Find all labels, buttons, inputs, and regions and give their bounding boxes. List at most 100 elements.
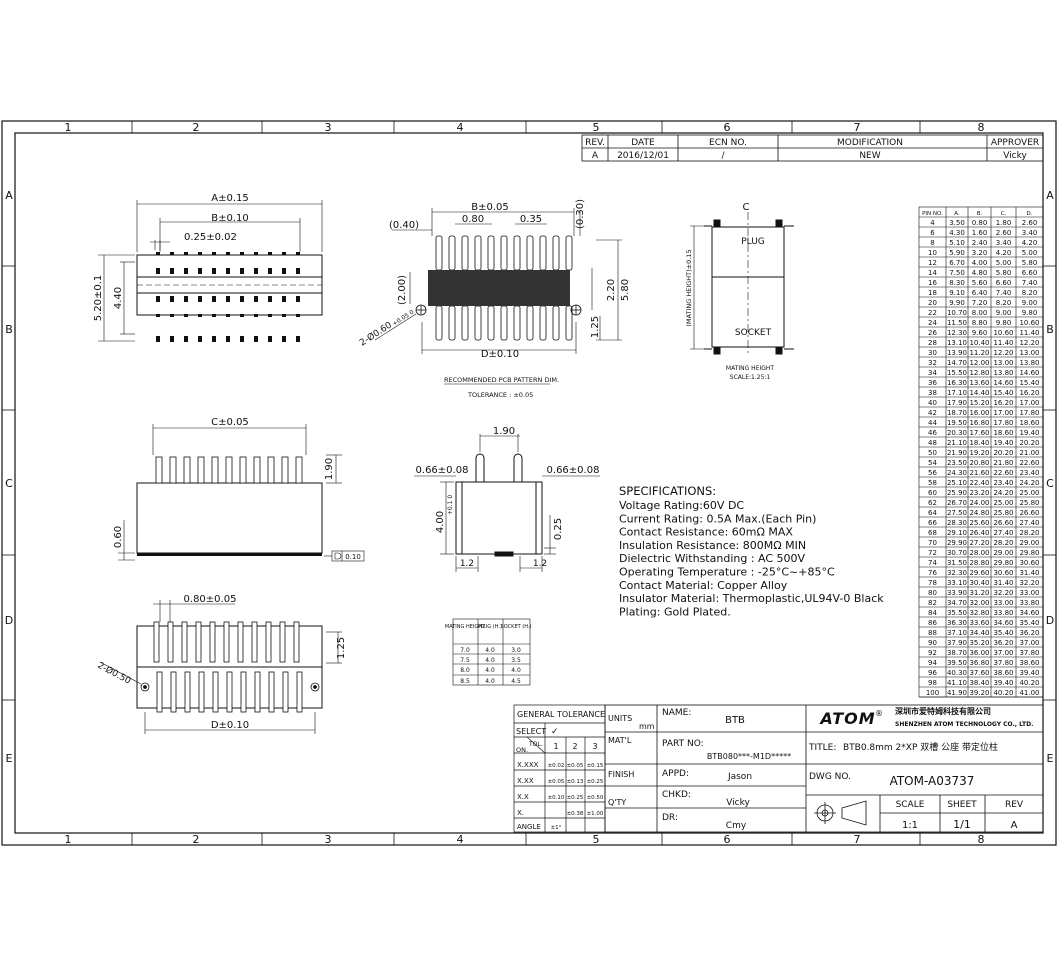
side-view-pins — [155, 456, 303, 484]
pin — [170, 296, 174, 302]
pin-table-cell: 29.00 — [1019, 539, 1039, 547]
mating-table-cell: 7.5 — [460, 657, 470, 664]
pin — [212, 314, 216, 317]
pin-table-cell: 6.60 — [1022, 269, 1038, 277]
mating-table-h0: MATING HEIGHT — [445, 624, 486, 630]
pin-table-cell: 37.60 — [969, 669, 989, 677]
pin-table-header: D. — [1027, 211, 1033, 217]
tolerance-value: ±0.05 — [567, 763, 584, 769]
pin-table-cell: 23.40 — [1019, 469, 1039, 477]
pin-table-cell: 41.90 — [947, 689, 967, 697]
column-label: 2 — [193, 833, 200, 846]
pin — [211, 456, 219, 484]
pin-table-cell: 21.90 — [947, 449, 967, 457]
mating-centerline: C — [743, 202, 750, 213]
pin-table-cell: 70 — [928, 539, 937, 547]
pin-table-cell: 18 — [928, 289, 937, 297]
spec-line: Dielectric Withstanding : AC 500V — [619, 552, 806, 565]
pin-table-cell: 6.70 — [949, 259, 965, 267]
row-label: A — [1046, 189, 1054, 202]
rev-value: A — [592, 151, 599, 161]
pin-table-cell: 41.00 — [1019, 689, 1039, 697]
mating-table-cell: 3.0 — [511, 647, 521, 654]
pin-table-cell: 5.80 — [996, 269, 1012, 277]
pin-table-cell: 38.70 — [947, 649, 967, 657]
column-label: 3 — [325, 121, 332, 134]
mating-height-label: (MATING HEIGHT)±0.15 — [685, 249, 693, 326]
row-label: D — [5, 614, 13, 627]
pin — [212, 268, 216, 274]
pin-table-cell: 30.60 — [1019, 559, 1039, 567]
pin-table-cell: 3.40 — [996, 239, 1012, 247]
pin-table-cell: 33.00 — [1019, 589, 1039, 597]
pin — [184, 671, 191, 713]
tolerance-block: GENERAL TOLERANCE SELECT ✓ TOL. ON. 1 2 … — [513, 704, 606, 833]
pin-table-cell: 14.40 — [969, 389, 989, 397]
pin-table-cell: 26.40 — [969, 529, 989, 537]
tolerance-value: ±0.10 — [548, 795, 565, 801]
pin-table-cell: 5.00 — [1022, 249, 1038, 257]
tb-rev: A — [1011, 820, 1018, 831]
pin — [212, 296, 216, 302]
pin-table-cell: 21.60 — [969, 469, 989, 477]
pin-table-cell: 29.80 — [993, 559, 1013, 567]
pin-table-cell: 10.60 — [993, 329, 1013, 337]
pin — [254, 296, 258, 302]
tol-check: ✓ — [551, 727, 559, 737]
pcb-dim-200: (2.00) — [397, 275, 408, 305]
pcb-body-hatch — [428, 270, 570, 306]
tolerance-value: ±0.50 — [587, 795, 604, 801]
pin — [184, 296, 188, 302]
tolerance-value: ±0.38 — [567, 811, 584, 817]
pin-table-cell: 15.40 — [993, 389, 1013, 397]
pin-table-cell: 6 — [930, 229, 935, 237]
row-label: B — [5, 323, 13, 336]
pin-table-cell: 12.00 — [969, 359, 989, 367]
pin-table-cell: 9.60 — [972, 329, 988, 337]
pin-table-cell: 6.60 — [996, 279, 1012, 287]
pin-table-cell: 30 — [928, 349, 937, 357]
pin — [198, 268, 202, 274]
pcb-pad — [474, 235, 482, 271]
pin-table-cell: 16.20 — [1019, 389, 1039, 397]
tb-appd-label: APPD: — [662, 769, 689, 779]
pcb-pad — [500, 305, 508, 341]
pin — [212, 252, 216, 255]
dim-a: A±0.15 — [211, 193, 249, 204]
tb-chkd-label: CHKD: — [662, 790, 691, 800]
mating-table-cell: 7.0 — [460, 647, 470, 654]
spec-line: Insulation Resistance: 800MΩ MIN — [619, 539, 806, 552]
pin-table-cell: 4.30 — [949, 229, 965, 237]
pin-table-cell: 12.80 — [969, 369, 989, 377]
pin-table-cell: 38 — [928, 389, 937, 397]
mating-table-cell: 4.5 — [511, 678, 521, 685]
tb-name: BTB — [725, 715, 745, 726]
pcb-pad — [487, 305, 495, 341]
pin-table-cell: 38.60 — [993, 669, 1013, 677]
pin-table-cell: 17.00 — [1019, 399, 1039, 407]
pin-table-cell: 96 — [928, 669, 937, 677]
tb-qty: Q'TY — [608, 798, 626, 807]
pin-table-cell: 20.80 — [969, 459, 989, 467]
pin — [156, 314, 160, 317]
rev-header-modification: MODIFICATION — [837, 138, 903, 148]
pin-table-cell: 7.50 — [949, 269, 965, 277]
pin-table-cell: 54 — [928, 459, 937, 467]
pin-table-cell: 38.40 — [969, 679, 989, 687]
title-block: UNITS mm MAT'L FINISH Q'TY NAME: BTB PAR… — [604, 704, 1044, 833]
pin — [226, 336, 230, 342]
pin-table-cell: 33.90 — [947, 589, 967, 597]
pin-table-cell: 15.40 — [1019, 379, 1039, 387]
pin — [268, 296, 272, 302]
tol-select: SELECT — [516, 727, 546, 736]
pin-table-cell: 4.20 — [996, 249, 1012, 257]
pin-table-cell: 39.40 — [1019, 669, 1039, 677]
pcb-dim-125: 1.25 — [590, 316, 601, 338]
pin — [170, 336, 174, 342]
pin-table-header: B. — [977, 211, 983, 217]
tb-matl: MAT'L — [608, 736, 632, 745]
pin-table-cell: 23.50 — [947, 459, 967, 467]
pin-table-cell: 17.80 — [993, 419, 1013, 427]
